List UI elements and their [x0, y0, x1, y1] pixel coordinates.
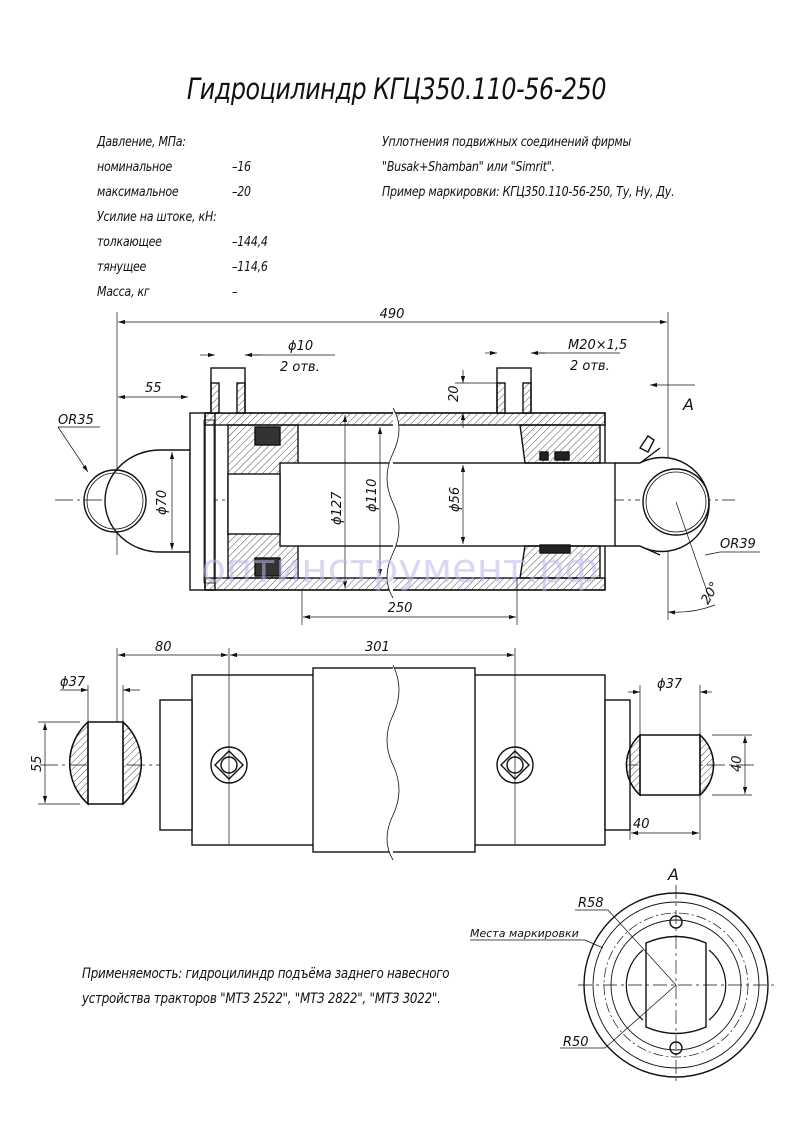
spec-label: толкающее	[97, 235, 162, 250]
dim-right-pin: ϕ37	[657, 677, 683, 692]
dim-eye-diameter: ϕ70	[155, 490, 170, 515]
dim-r50: R50	[563, 1035, 589, 1050]
spec-label: максимальное	[97, 185, 179, 200]
dim-eye-offset: 55	[145, 381, 162, 396]
spec-label: тянущее	[97, 260, 147, 275]
spec-value: –144,4	[232, 235, 268, 250]
spec-value: –114,6	[232, 260, 268, 275]
dim-bore-diameter: ϕ110	[365, 479, 380, 512]
note-line: Пример маркировки: КГЦ350.110-56-250, Ту…	[382, 185, 675, 200]
dim-r58: R58	[578, 896, 604, 911]
force-heading: Усилие на штоке, кН:	[97, 210, 217, 225]
dim-left-radius: OR35	[58, 413, 94, 428]
dim-port-right-count: 2 отв.	[570, 359, 610, 374]
dim-angle: 20°	[698, 580, 723, 607]
dim-port-height: 20	[447, 385, 462, 402]
dim-right-width: 40	[730, 755, 745, 772]
view-a-title: А	[667, 865, 679, 884]
applicability-line: устройства тракторов "МТЗ 2522", "МТЗ 28…	[82, 991, 441, 1007]
dim-overall-length: 490	[380, 307, 405, 322]
marking-place-label: Места маркировки	[470, 927, 579, 940]
dim-stroke: 250	[388, 601, 413, 616]
spec-value: –	[232, 285, 238, 300]
spec-label: номинальное	[97, 160, 173, 175]
dim-port-left-count: 2 отв.	[280, 360, 320, 375]
dim-port-right: M20×1,5	[568, 338, 627, 353]
dim-left-pin: ϕ37	[60, 675, 86, 690]
dim-301: 301	[365, 640, 390, 655]
dim-port-left: ϕ10	[288, 339, 313, 354]
view-a-marker: А	[682, 395, 694, 414]
dim-outer-diameter: ϕ127	[330, 491, 345, 525]
view-a	[470, 885, 775, 1085]
dim-80: 80	[155, 640, 172, 655]
spec-label: Масса, кг	[97, 285, 150, 300]
note-line: Уплотнения подвижных соединений фирмы	[382, 135, 631, 150]
dim-left-width: 55	[30, 755, 45, 772]
section-view	[55, 312, 760, 625]
spec-value: –20	[232, 185, 251, 200]
dim-rod-diameter: ϕ56	[448, 487, 463, 512]
dim-right-length: 40	[633, 817, 650, 832]
drawing-title: Гидроцилиндр КГЦ350.110-56-250	[186, 72, 607, 106]
dim-right-radius: OR39	[720, 537, 756, 552]
side-view	[38, 648, 755, 861]
applicability-line: Применяемость: гидроцилиндр подъёма задн…	[82, 966, 450, 982]
watermark: оптинструмент.рф	[202, 546, 599, 592]
pressure-heading: Давление, МПа:	[97, 135, 186, 150]
spec-value: –16	[232, 160, 251, 175]
note-line: "Busak+Shamban" или "Simrit".	[382, 160, 555, 175]
